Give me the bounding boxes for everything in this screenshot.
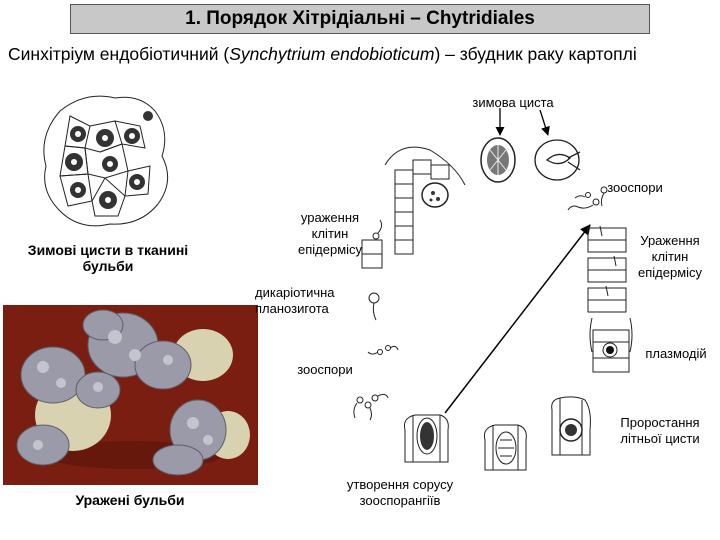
germinating-cyst-figure bbox=[534, 139, 581, 181]
label-sorus-line1: утворення сорусу bbox=[346, 477, 454, 492]
page-title: 1. Порядок Хітрідіальні – Chytridiales bbox=[70, 4, 650, 34]
infected-epidermis-left-figure bbox=[361, 219, 383, 269]
arrow-cycle bbox=[444, 224, 591, 414]
subtitle-post: ) – збудник раку картоплі bbox=[434, 44, 637, 64]
label-infection-right-line3: епідермісу bbox=[637, 265, 703, 280]
label-infection-right-line1: Ураження bbox=[640, 233, 700, 248]
label-dikaryotic: дикаріотична планозигота bbox=[255, 285, 365, 317]
arrow-winter-cyst-2 bbox=[539, 109, 550, 136]
caption-winter-cysts-line2: бульби bbox=[82, 258, 134, 274]
label-dikaryotic-line1: дикаріотична bbox=[255, 285, 335, 300]
subtitle-species: Synchytrium endobioticum bbox=[229, 44, 435, 64]
label-sorus-line2: зооспорангіїв bbox=[359, 493, 441, 508]
label-infection-right: Ураження клітин епідермісу bbox=[625, 233, 715, 281]
sorus-figure-2 bbox=[484, 424, 527, 471]
label-infection-left-line3: епідермісу bbox=[297, 242, 363, 257]
label-infection-left: ураження клітин епідермісу bbox=[280, 210, 380, 258]
tissue-drawing bbox=[43, 95, 169, 227]
label-zoospores-left: зооспори bbox=[290, 362, 360, 378]
label-winter-cyst-text: зимова циста bbox=[472, 95, 554, 110]
sorus-figure-1 bbox=[404, 414, 449, 463]
caption-winter-cysts: Зимові цисти в тканині бульби bbox=[8, 242, 208, 274]
zoospores-top-figure bbox=[567, 186, 608, 211]
label-plasmodium: плазмодій bbox=[636, 346, 716, 362]
label-germination-line1: Проростання bbox=[620, 415, 700, 430]
caption-infected-tubers: Уражені бульби bbox=[30, 492, 230, 508]
subtitle: Синхітріум ендобіотичний (Synchytrium en… bbox=[8, 44, 718, 65]
winter-cyst-figure bbox=[480, 137, 516, 183]
plasmodium-figure bbox=[589, 317, 633, 373]
label-infection-left-line1: ураження bbox=[300, 210, 360, 225]
label-germination-line2: літньої цисти bbox=[620, 431, 700, 446]
label-germination: Проростання літньої цисти bbox=[605, 415, 715, 447]
zoospores-left-figure bbox=[353, 345, 399, 421]
planozygote-figure bbox=[368, 292, 380, 321]
label-winter-cyst: зимова циста bbox=[458, 95, 568, 111]
label-zoospores-left-text: зооспори bbox=[297, 362, 353, 377]
label-sorus: утворення сорусу зооспорангіїв bbox=[330, 477, 470, 509]
label-infection-left-line2: клітин bbox=[311, 226, 349, 241]
title-text: 1. Порядок Хітрідіальні – Chytridiales bbox=[185, 8, 535, 29]
caption-winter-cysts-line1: Зимові цисти в тканині bbox=[27, 242, 189, 258]
label-infection-right-line2: клітин bbox=[651, 249, 689, 264]
caption-infected-tubers-text: Уражені бульби bbox=[75, 492, 185, 508]
epidermis-with-cyst-figure bbox=[384, 146, 466, 255]
label-dikaryotic-line2: планозигота bbox=[255, 301, 329, 316]
subtitle-pre: Синхітріум ендобіотичний ( bbox=[8, 44, 230, 64]
infected-tubers-photo bbox=[3, 305, 258, 485]
infected-epidermis-right-figure bbox=[587, 225, 627, 313]
summer-cyst-germination-figure bbox=[551, 396, 591, 456]
label-plasmodium-text: плазмодій bbox=[645, 346, 707, 361]
label-zoospores-top: зооспори bbox=[600, 180, 670, 196]
label-zoospores-top-text: зооспори bbox=[607, 180, 663, 195]
